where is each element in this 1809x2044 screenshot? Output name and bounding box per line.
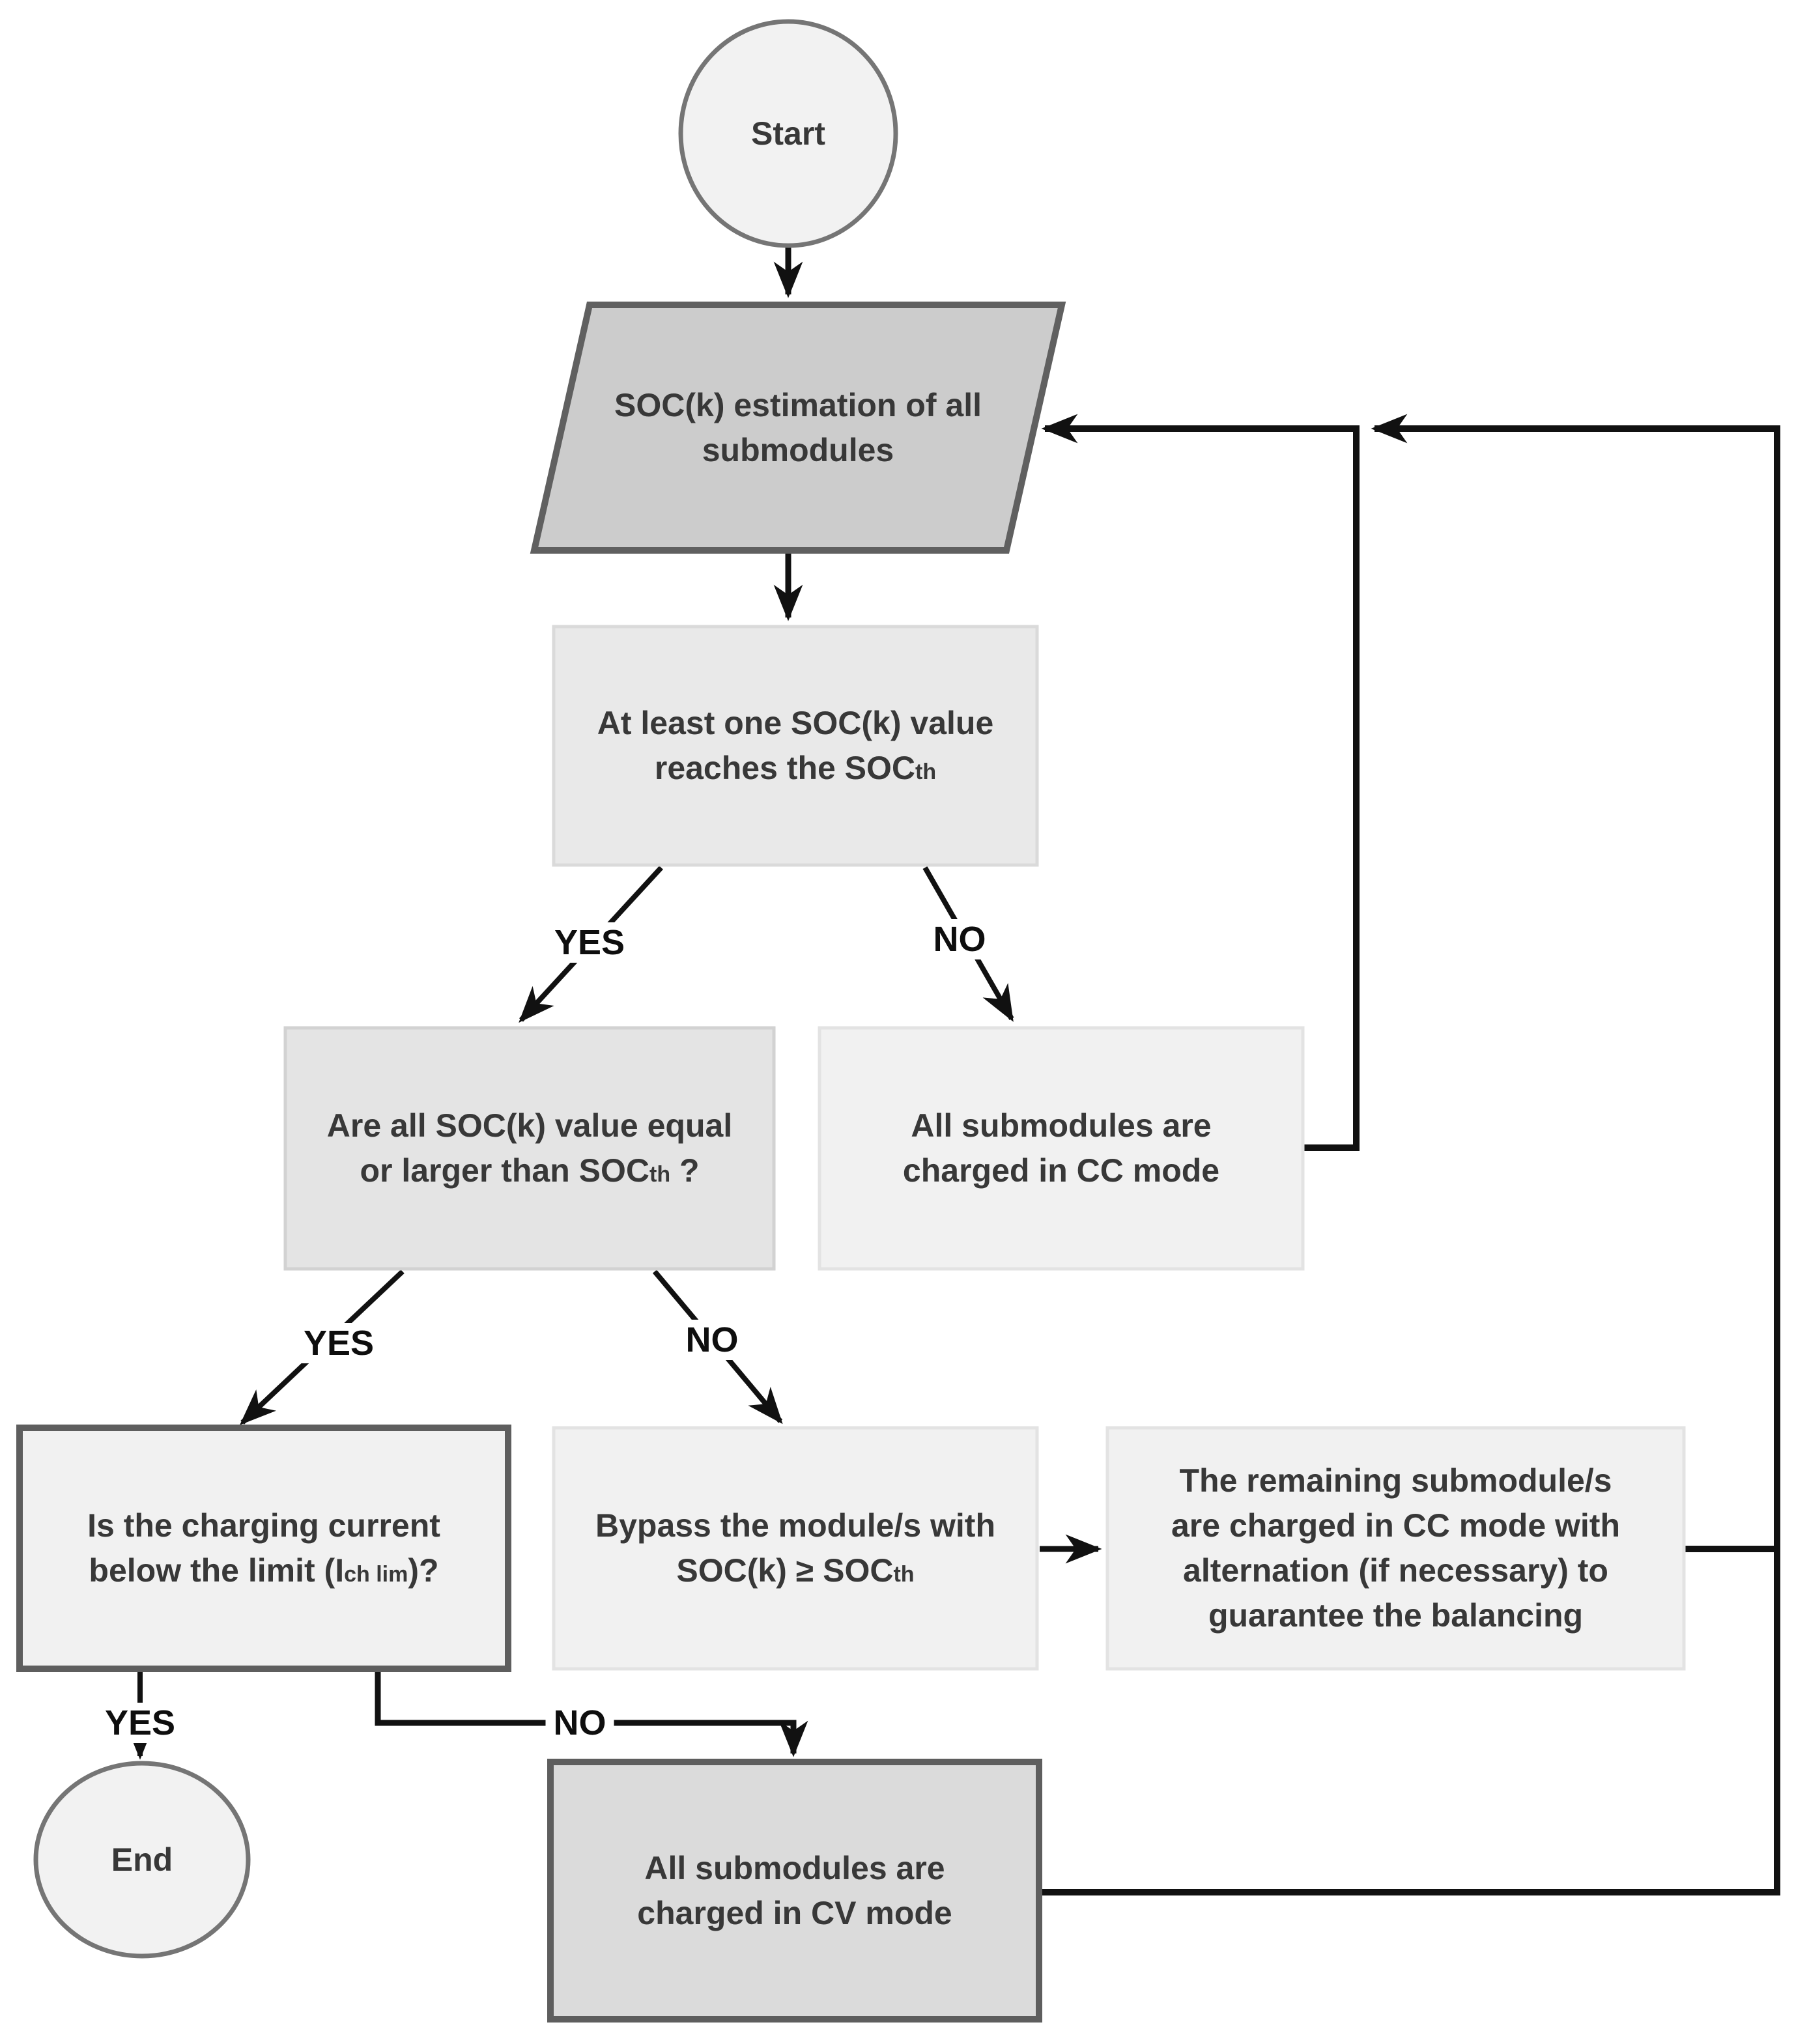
start-terminal-shape xyxy=(678,19,898,248)
edge-ccmode-feedback-loop xyxy=(1041,414,1360,1151)
allequal-yes-label: YES xyxy=(295,1323,382,1363)
threshold-yes-label: YES xyxy=(546,922,633,963)
charging-current-box-shape xyxy=(16,1425,511,1672)
cv-mode-box-shape xyxy=(547,1759,1042,2023)
edge-outer-feedback-loop xyxy=(1371,414,1780,1895)
threshold-no-label: NO xyxy=(925,919,994,959)
bypass-box-shape xyxy=(552,1426,1039,1671)
remaining-cc-box-shape xyxy=(1105,1426,1686,1671)
are-all-equal-box-shape xyxy=(283,1026,776,1271)
start-node: Start xyxy=(751,115,825,152)
cc-mode-box-shape xyxy=(818,1026,1305,1271)
current-no-label: NO xyxy=(545,1703,614,1743)
soc-estimation-parallelogram-shape xyxy=(530,302,1066,554)
at-least-one-box-shape xyxy=(552,625,1039,867)
end-node: End xyxy=(111,1841,173,1878)
allequal-no-label: NO xyxy=(677,1320,747,1360)
current-yes-label: YES xyxy=(96,1703,184,1743)
end-terminal-shape xyxy=(33,1761,251,1959)
